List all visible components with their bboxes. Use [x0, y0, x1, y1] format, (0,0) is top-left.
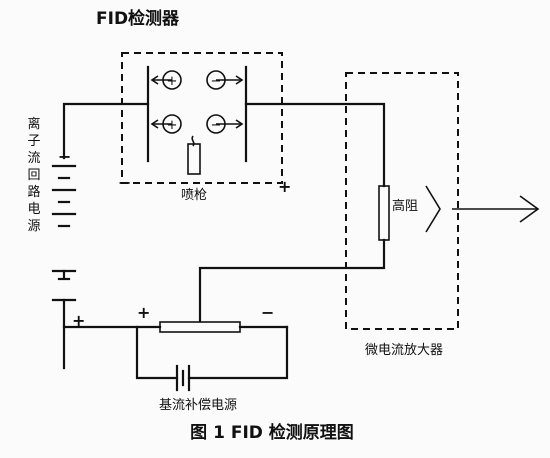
detector-plus-sign: + — [278, 177, 291, 196]
wire-compensation-left — [135, 325, 179, 380]
compensation-supply-label: 基流补偿电源 — [159, 398, 237, 413]
wire-right-electrode — [244, 102, 386, 188]
svg-text:−: − — [211, 118, 222, 133]
resistor-label: 高阻 — [392, 198, 418, 214]
ion-loop-supply-battery — [51, 164, 77, 302]
output-arrow-icon — [519, 195, 540, 223]
ion-supply-minus-sign: − — [58, 147, 71, 166]
wire-left-electrode — [62, 102, 150, 160]
wire-resistor-to-rheostat — [198, 238, 386, 323]
svg-text:−: − — [211, 74, 222, 89]
high-resistor — [378, 185, 390, 241]
ion-supply-label: 离子流回路电源 — [27, 116, 40, 234]
negative-ion-bottom: − — [206, 114, 244, 134]
rheostat-minus-sign: − — [261, 303, 274, 322]
amplifier-label: 微电流放大器 — [365, 343, 443, 358]
figure-caption: 图 1 FID 检测原理图 — [190, 422, 354, 443]
rheostat — [159, 321, 241, 333]
detector-minus-sign: − — [118, 173, 131, 192]
svg-text:+: + — [167, 74, 178, 89]
positive-ion-top: + — [150, 70, 182, 90]
fid-detector-box — [121, 52, 283, 184]
compensation-supply-battery — [175, 364, 191, 392]
positive-ion-bottom: + — [150, 114, 182, 134]
rheostat-plus-sign: + — [137, 303, 150, 322]
amplifier-input-symbol — [425, 185, 441, 233]
diagram-title: FID检测器 — [96, 8, 180, 29]
wire-compensation-right — [187, 325, 289, 380]
negative-ion-top: − — [206, 70, 244, 90]
ion-supply-plus-sign: + — [72, 311, 85, 330]
amplifier-box — [345, 72, 459, 330]
nozzle-label: 喷枪 — [181, 187, 207, 203]
nozzle — [187, 135, 201, 175]
svg-text:+: + — [167, 118, 178, 133]
